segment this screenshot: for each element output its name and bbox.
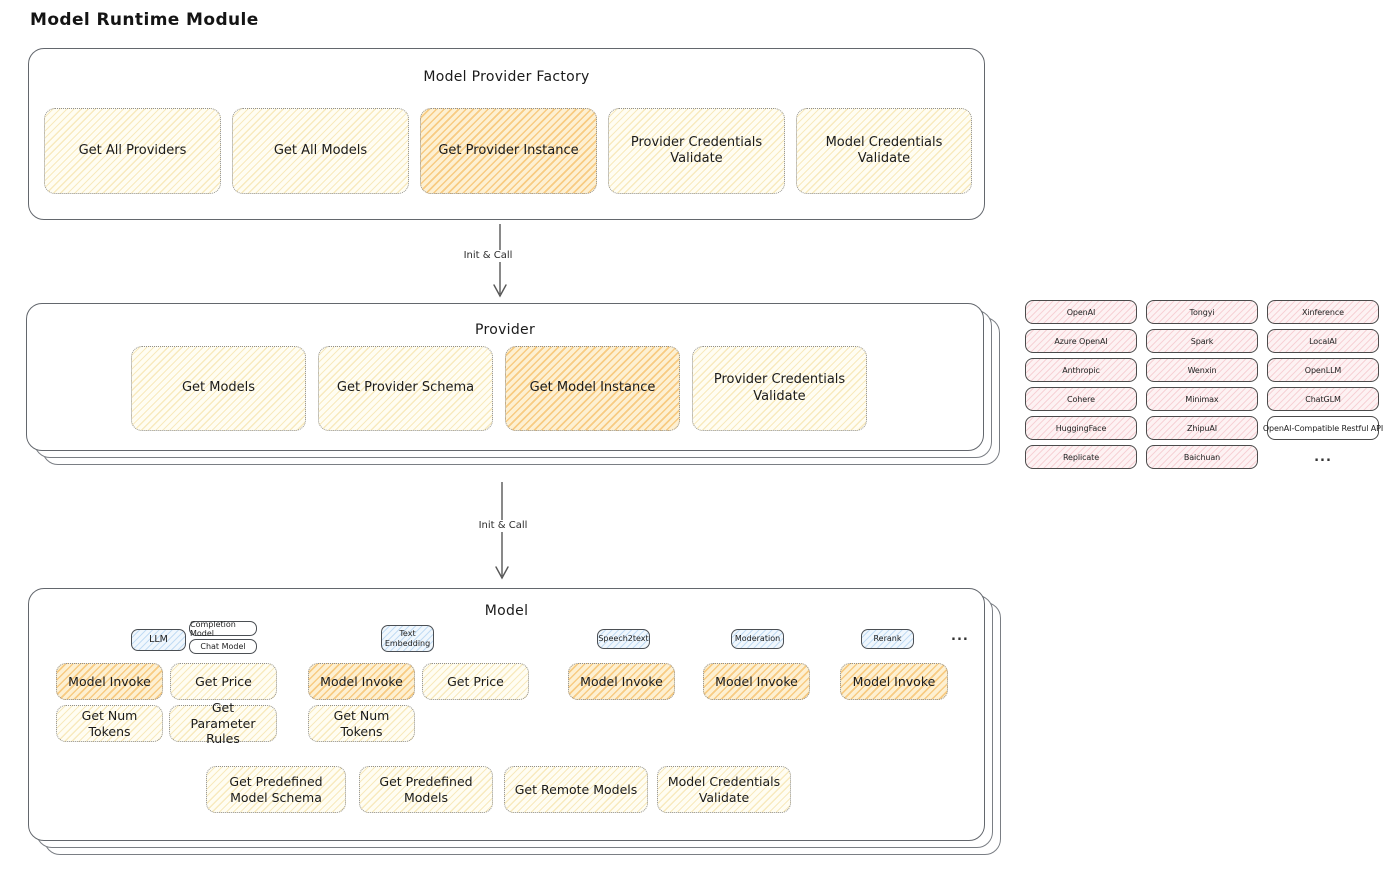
init-call-label-1: Init & Call <box>453 250 523 262</box>
embedding-get-price-button[interactable]: Get Price <box>422 663 529 700</box>
provider-pill-xinference[interactable]: Xinference <box>1267 300 1379 324</box>
arrow-factory-to-provider <box>493 224 507 298</box>
get-provider-instance-button[interactable]: Get Provider Instance <box>420 108 597 194</box>
moderation-model-invoke-button[interactable]: Model Invoke <box>703 663 810 700</box>
get-models-button[interactable]: Get Models <box>131 346 306 431</box>
llm-get-num-tokens-button[interactable]: Get Num Tokens <box>56 705 163 742</box>
provider-title: Provider <box>474 322 536 338</box>
get-all-providers-button[interactable]: Get All Providers <box>44 108 221 194</box>
get-predefined-models-button[interactable]: Get Predefined Models <box>359 766 493 813</box>
tag-llm[interactable]: LLM <box>131 629 186 651</box>
rerank-model-invoke-button[interactable]: Model Invoke <box>840 663 948 700</box>
provider-list: OpenAI Tongyi Xinference Azure OpenAI Sp… <box>1025 300 1383 469</box>
tag-moderation[interactable]: Moderation <box>731 629 784 649</box>
provider-pill-baichuan[interactable]: Baichuan <box>1146 445 1258 469</box>
provider-credentials-validate-button-2[interactable]: Provider Credentials Validate <box>692 346 867 431</box>
model-title: Model <box>484 603 529 619</box>
model-credentials-validate-button[interactable]: Model Credentials Validate <box>796 108 972 194</box>
get-all-models-button[interactable]: Get All Models <box>232 108 409 194</box>
arrow-provider-to-model <box>495 482 509 580</box>
provider-pill-openllm[interactable]: OpenLLM <box>1267 358 1379 382</box>
model-box: Model LLM Completion Model Chat Model Te… <box>28 588 985 841</box>
get-remote-models-button[interactable]: Get Remote Models <box>504 766 648 813</box>
llm-model-invoke-button[interactable]: Model Invoke <box>56 663 163 700</box>
provider-pill-openai-compatible[interactable]: OpenAI-Compatible Restful API <box>1263 416 1383 440</box>
model-credentials-validate-button-2[interactable]: Model Credentials Validate <box>657 766 791 813</box>
tag-chat-model[interactable]: Chat Model <box>189 639 257 654</box>
provider-pill-tongyi[interactable]: Tongyi <box>1146 300 1258 324</box>
provider-pill-minimax[interactable]: Minimax <box>1146 387 1258 411</box>
page-title: Model Runtime Module <box>30 10 259 30</box>
provider-pill-replicate[interactable]: Replicate <box>1025 445 1137 469</box>
provider-pill-chatglm[interactable]: ChatGLM <box>1267 387 1379 411</box>
provider-pill-spark[interactable]: Spark <box>1146 329 1258 353</box>
provider-pill-localai[interactable]: LocalAI <box>1267 329 1379 353</box>
tag-speech2text[interactable]: Speech2text <box>597 629 650 649</box>
embedding-model-invoke-button[interactable]: Model Invoke <box>308 663 415 700</box>
provider-pill-azure-openai[interactable]: Azure OpenAI <box>1025 329 1137 353</box>
get-provider-schema-button[interactable]: Get Provider Schema <box>318 346 493 431</box>
tag-completion-model[interactable]: Completion Model <box>189 620 257 638</box>
model-provider-factory-box: Model Provider Factory Get All Providers… <box>28 48 985 220</box>
embedding-get-num-tokens-button[interactable]: Get Num Tokens <box>308 705 415 742</box>
model-provider-factory-title: Model Provider Factory <box>423 69 590 85</box>
get-model-instance-button[interactable]: Get Model Instance <box>505 346 680 431</box>
llm-get-parameter-rules-button[interactable]: Get Parameter Rules <box>169 700 277 746</box>
provider-list-ellipsis: ... <box>1314 449 1332 465</box>
llm-get-price-button[interactable]: Get Price <box>170 663 277 700</box>
provider-credentials-validate-button[interactable]: Provider Credentials Validate <box>608 108 785 194</box>
tag-rerank[interactable]: Rerank <box>861 629 914 649</box>
provider-pill-openai[interactable]: OpenAI <box>1025 300 1137 324</box>
model-tags-ellipsis: ... <box>951 629 969 644</box>
provider-pill-cohere[interactable]: Cohere <box>1025 387 1137 411</box>
provider-pill-zhipuai[interactable]: ZhipuAI <box>1146 416 1258 440</box>
provider-pill-huggingface[interactable]: HuggingFace <box>1025 416 1137 440</box>
provider-pill-wenxin[interactable]: Wenxin <box>1146 358 1258 382</box>
get-predefined-model-schema-button[interactable]: Get Predefined Model Schema <box>206 766 346 813</box>
provider-pill-anthropic[interactable]: Anthropic <box>1025 358 1137 382</box>
speech2text-model-invoke-button[interactable]: Model Invoke <box>568 663 675 700</box>
provider-box: Provider Get Models Get Provider Schema … <box>26 303 984 451</box>
init-call-label-2: Init & Call <box>468 520 538 532</box>
tag-text-embedding[interactable]: Text Embedding <box>381 625 434 652</box>
